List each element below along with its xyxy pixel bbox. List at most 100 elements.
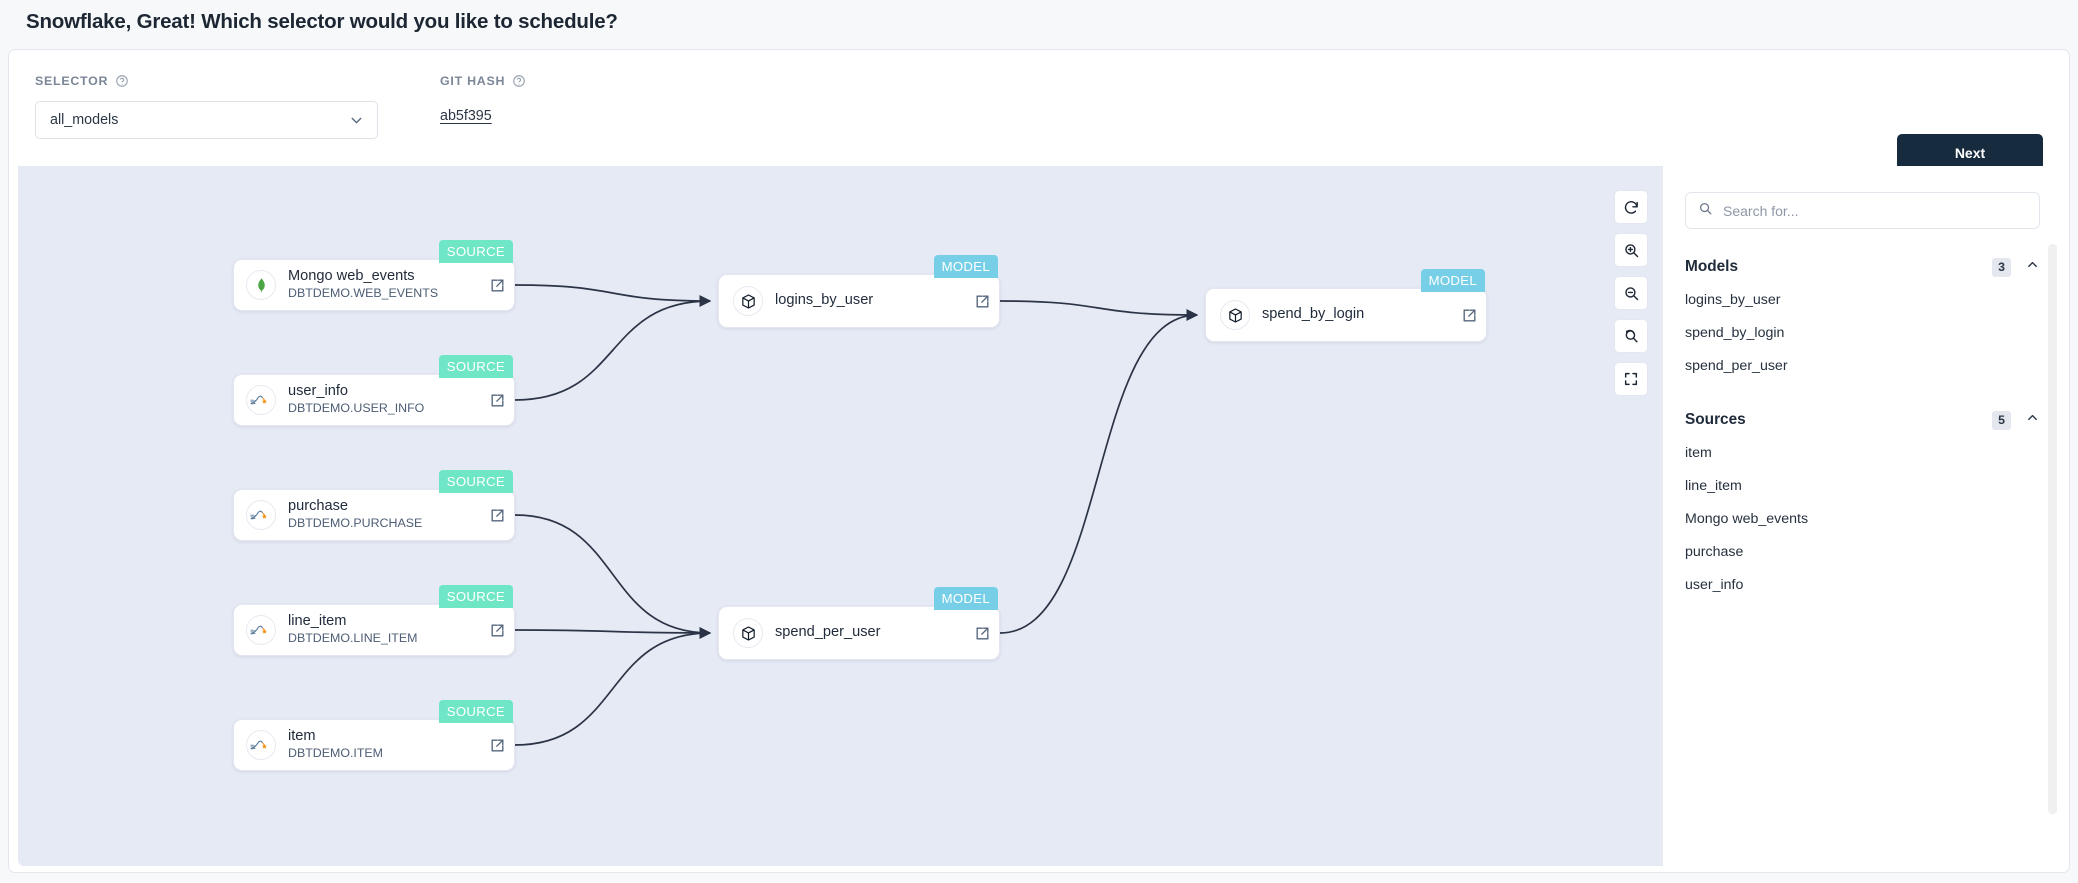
node-subtitle: DBTDEMO.PURCHASE [288, 516, 423, 531]
zoom-reset-button[interactable] [1614, 319, 1648, 353]
page-title: Snowflake, Great! Which selector would y… [26, 10, 618, 33]
sidebar-list-item[interactable]: user_info [1685, 577, 1744, 593]
search-input[interactable] [1723, 202, 2027, 219]
lineage-edges [514, 284, 1199, 746]
chevron-down-icon [348, 112, 365, 129]
sidebar-group-count: 3 [1992, 257, 2011, 277]
edge-mongo_web_events-to-logins_by_user [514, 284, 712, 307]
open-external-icon[interactable] [480, 737, 514, 754]
git-hash-link[interactable]: ab5f395 [440, 108, 492, 124]
edge-user_info-to-logins_by_user [514, 295, 712, 401]
next-button[interactable]: Next [1897, 134, 2043, 172]
selector-field-group: SELECTOR all_models [35, 74, 415, 139]
selector-label: SELECTOR [35, 74, 415, 88]
node-name: purchase [288, 498, 349, 515]
sidebar-list-item[interactable]: spend_per_user [1685, 358, 1788, 374]
source-badge: SOURCE [438, 470, 513, 493]
selector-label-text: SELECTOR [35, 74, 109, 88]
source-badge: SOURCE [438, 585, 513, 608]
graph-node-spend_per_user[interactable]: MODEL spend_per_user [718, 587, 1000, 660]
git-hash-label-text: GIT HASH [440, 74, 506, 88]
source-badge: SOURCE [438, 700, 513, 723]
node-name: logins_by_user [775, 292, 874, 309]
edge-logins_by_user-to-spend_by_login [999, 300, 1199, 321]
mysql-icon: My [246, 730, 276, 760]
lineage-sidebar: Models 3 logins_by_user spend_by_loginspend… [1662, 166, 2062, 866]
open-external-icon[interactable] [480, 277, 514, 294]
cube-icon [733, 618, 763, 648]
node-name: item [288, 728, 316, 745]
open-external-icon[interactable] [965, 625, 999, 642]
zoom-in-button[interactable] [1614, 233, 1648, 267]
mongodb-icon [246, 270, 276, 300]
node-name: spend_by_login [1262, 306, 1365, 323]
git-hash-field-group: GIT HASH ab5f395 [440, 74, 526, 125]
open-external-icon[interactable] [480, 622, 514, 639]
sidebar-list-item[interactable]: Mongo web_events [1685, 511, 1809, 527]
sidebar-list-item[interactable]: spend_by_login [1685, 325, 1785, 341]
open-external-icon[interactable] [965, 293, 999, 310]
sidebar-list-item[interactable]: item [1685, 445, 1712, 461]
node-name: user_info [288, 383, 349, 400]
open-external-icon[interactable] [1452, 307, 1486, 324]
help-icon[interactable] [115, 74, 129, 88]
sidebar-group-title: Sources [1685, 411, 1746, 428]
sidebar-group-title: Models [1685, 258, 1739, 275]
edge-spend_per_user-to-spend_by_login [999, 309, 1199, 634]
canvas-toolbar [1614, 190, 1648, 396]
mysql-icon: My [246, 385, 276, 415]
search-icon [1698, 201, 1713, 221]
selector-value: all_models [50, 112, 119, 128]
selector-dropdown[interactable]: all_models [35, 101, 378, 139]
node-name: Mongo web_events [288, 268, 415, 285]
source-badge: SOURCE [438, 240, 513, 263]
sidebar-group-header-models[interactable]: Models 3 [1685, 257, 2040, 277]
refresh-button[interactable] [1614, 190, 1648, 224]
controls-bar: SELECTOR all_models GIT HASH [9, 50, 2069, 172]
svg-text:My: My [250, 629, 256, 633]
node-subtitle: DBTDEMO.LINE_ITEM [288, 631, 418, 646]
source-badge: SOURCE [438, 355, 513, 378]
page-header: Snowflake, Great! Which selector would y… [0, 0, 2078, 44]
sidebar-list-item[interactable]: logins_by_user [1685, 292, 1781, 308]
search-box[interactable] [1685, 192, 2040, 229]
sidebar-list-item[interactable]: line_item [1685, 478, 1742, 494]
chevron-up-icon[interactable] [2025, 257, 2040, 277]
zoom-out-button[interactable] [1614, 276, 1648, 310]
node-subtitle: DBTDEMO.ITEM [288, 746, 383, 761]
open-external-icon[interactable] [480, 507, 514, 524]
node-text: spend_per_user [775, 624, 965, 641]
open-external-icon[interactable] [480, 392, 514, 409]
node-name: line_item [288, 613, 347, 630]
fullscreen-button[interactable] [1614, 362, 1648, 396]
svg-text:My: My [250, 514, 256, 518]
model-badge: MODEL [933, 587, 998, 610]
git-hash-label: GIT HASH [440, 74, 526, 88]
edge-line_item-to-spend_per_user [514, 627, 712, 639]
cube-icon [733, 286, 763, 316]
node-subtitle: DBTDEMO.WEB_EVENTS [288, 286, 439, 301]
sidebar-scrollbar[interactable] [2048, 244, 2057, 814]
node-text: spend_by_login [1262, 306, 1452, 323]
sidebar-list-item[interactable]: purchase [1685, 544, 1744, 560]
mysql-icon: My [246, 615, 276, 645]
svg-text:My: My [250, 744, 256, 748]
chevron-up-icon[interactable] [2025, 410, 2040, 430]
help-icon[interactable] [512, 74, 526, 88]
node-text: logins_by_user [775, 292, 965, 309]
